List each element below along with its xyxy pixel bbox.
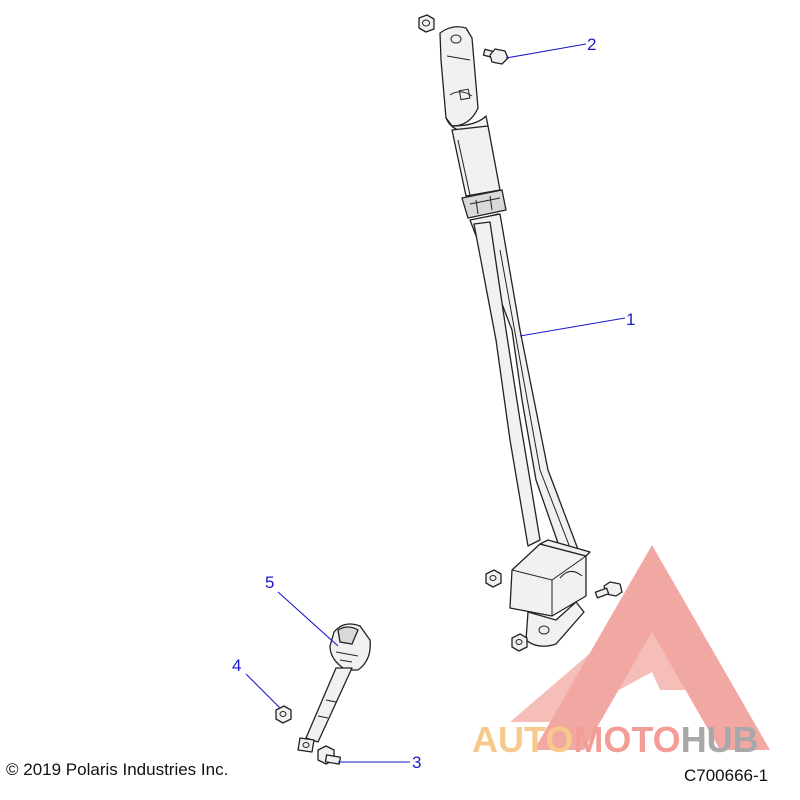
retractor-bolt (594, 581, 623, 599)
callout-2: 2 (505, 35, 596, 59)
callout-5-number: 5 (265, 573, 274, 592)
callout-4-number: 4 (232, 656, 241, 675)
callout-5: 5 (265, 573, 339, 647)
callout-2-number: 2 (587, 35, 596, 54)
retractor-nut-upper (485, 569, 502, 588)
upper-anchor-bolt (482, 48, 509, 65)
callout-4: 4 (232, 656, 281, 709)
retractor-nut-lower (511, 633, 528, 652)
callout-1: 1 (519, 310, 635, 337)
callout-1-number: 1 (626, 310, 635, 329)
watermark-hub: HUB (681, 719, 759, 760)
seat-belt-buckle (297, 623, 371, 753)
diagram-code: C700666-1 (684, 766, 769, 785)
retractor-housing (509, 539, 591, 647)
callout-3-number: 3 (412, 753, 421, 772)
watermark-logo: AUTOMOTOHUB (472, 545, 770, 760)
upper-anchor-plate (439, 26, 489, 133)
seat-belt-webbing (469, 213, 583, 567)
webbing-upper (451, 125, 501, 197)
upper-nut (418, 14, 435, 33)
copyright-notice: © 2019 Polaris Industries Inc. (6, 760, 229, 779)
watermark-auto: AUTO (472, 719, 573, 760)
buckle-bolt (317, 745, 342, 765)
watermark-moto: MOTO (573, 719, 680, 760)
watermark-text: AUTOMOTOHUB (472, 719, 759, 760)
buckle-nut (275, 705, 292, 724)
watermark-inner-mark (510, 600, 700, 722)
callout-3: 3 (338, 753, 421, 772)
